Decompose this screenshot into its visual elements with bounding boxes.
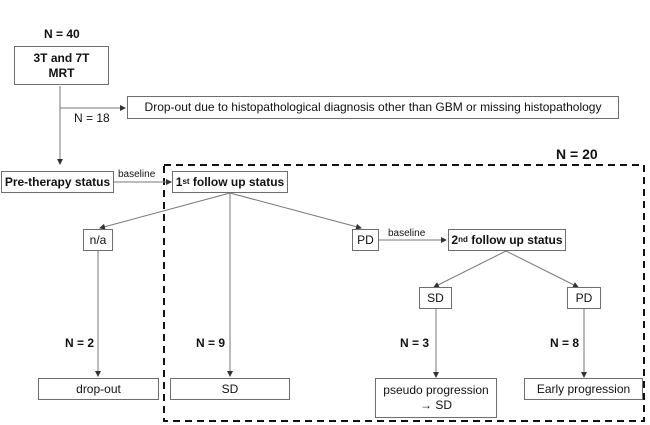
arrow-first-to-na	[99, 192, 231, 230]
first-followup-text: follow up status	[189, 174, 285, 189]
mrt-line1: 3T and 7T	[33, 50, 90, 65]
pretherapy-box: Pre-therapy status	[1, 171, 114, 193]
outcome-early-box: Early progression	[524, 378, 643, 400]
baseline-label-1: baseline	[118, 169, 156, 180]
sd2-count-label: N = 3	[400, 336, 430, 350]
outcome-sd-box: SD	[170, 378, 290, 400]
arrow-second-to-sd	[433, 250, 507, 288]
first-followup-num: 1	[175, 174, 183, 189]
subgroup-count-label: N = 20	[556, 146, 598, 162]
outcome-pseudo-line1: pseudo progression	[383, 383, 489, 397]
dropout-count-label: N = 18	[74, 111, 110, 125]
pd2-count-label: N = 8	[550, 336, 580, 350]
outcome-pseudo-line2: → SD	[419, 398, 452, 412]
dropout-box: Drop-out due to histopathological diagno…	[127, 96, 619, 119]
outcome-dropout-box: drop-out	[38, 378, 159, 400]
total-count-label: N = 40	[44, 27, 80, 41]
pd-box-2: PD	[567, 287, 601, 309]
mrt-box: 3T and 7T MRT	[14, 46, 109, 85]
arrow-first-to-pd	[229, 192, 362, 230]
second-followup-text: follow up status	[467, 232, 563, 247]
outcome-pseudo-box: pseudo progression → SD	[375, 378, 497, 418]
na-box: n/a	[83, 229, 113, 251]
na-count-label: N = 2	[65, 336, 95, 350]
subgroup-dashed-frame	[163, 164, 645, 422]
second-followup-num: 2	[451, 232, 459, 247]
sd-count-label: N = 9	[196, 336, 226, 350]
pd-box-1: PD	[352, 229, 379, 251]
mrt-line2: MRT	[48, 65, 75, 80]
baseline-label-2: baseline	[388, 228, 426, 239]
sd-box-2: SD	[419, 287, 452, 309]
arrow-second-to-pd	[505, 250, 579, 288]
